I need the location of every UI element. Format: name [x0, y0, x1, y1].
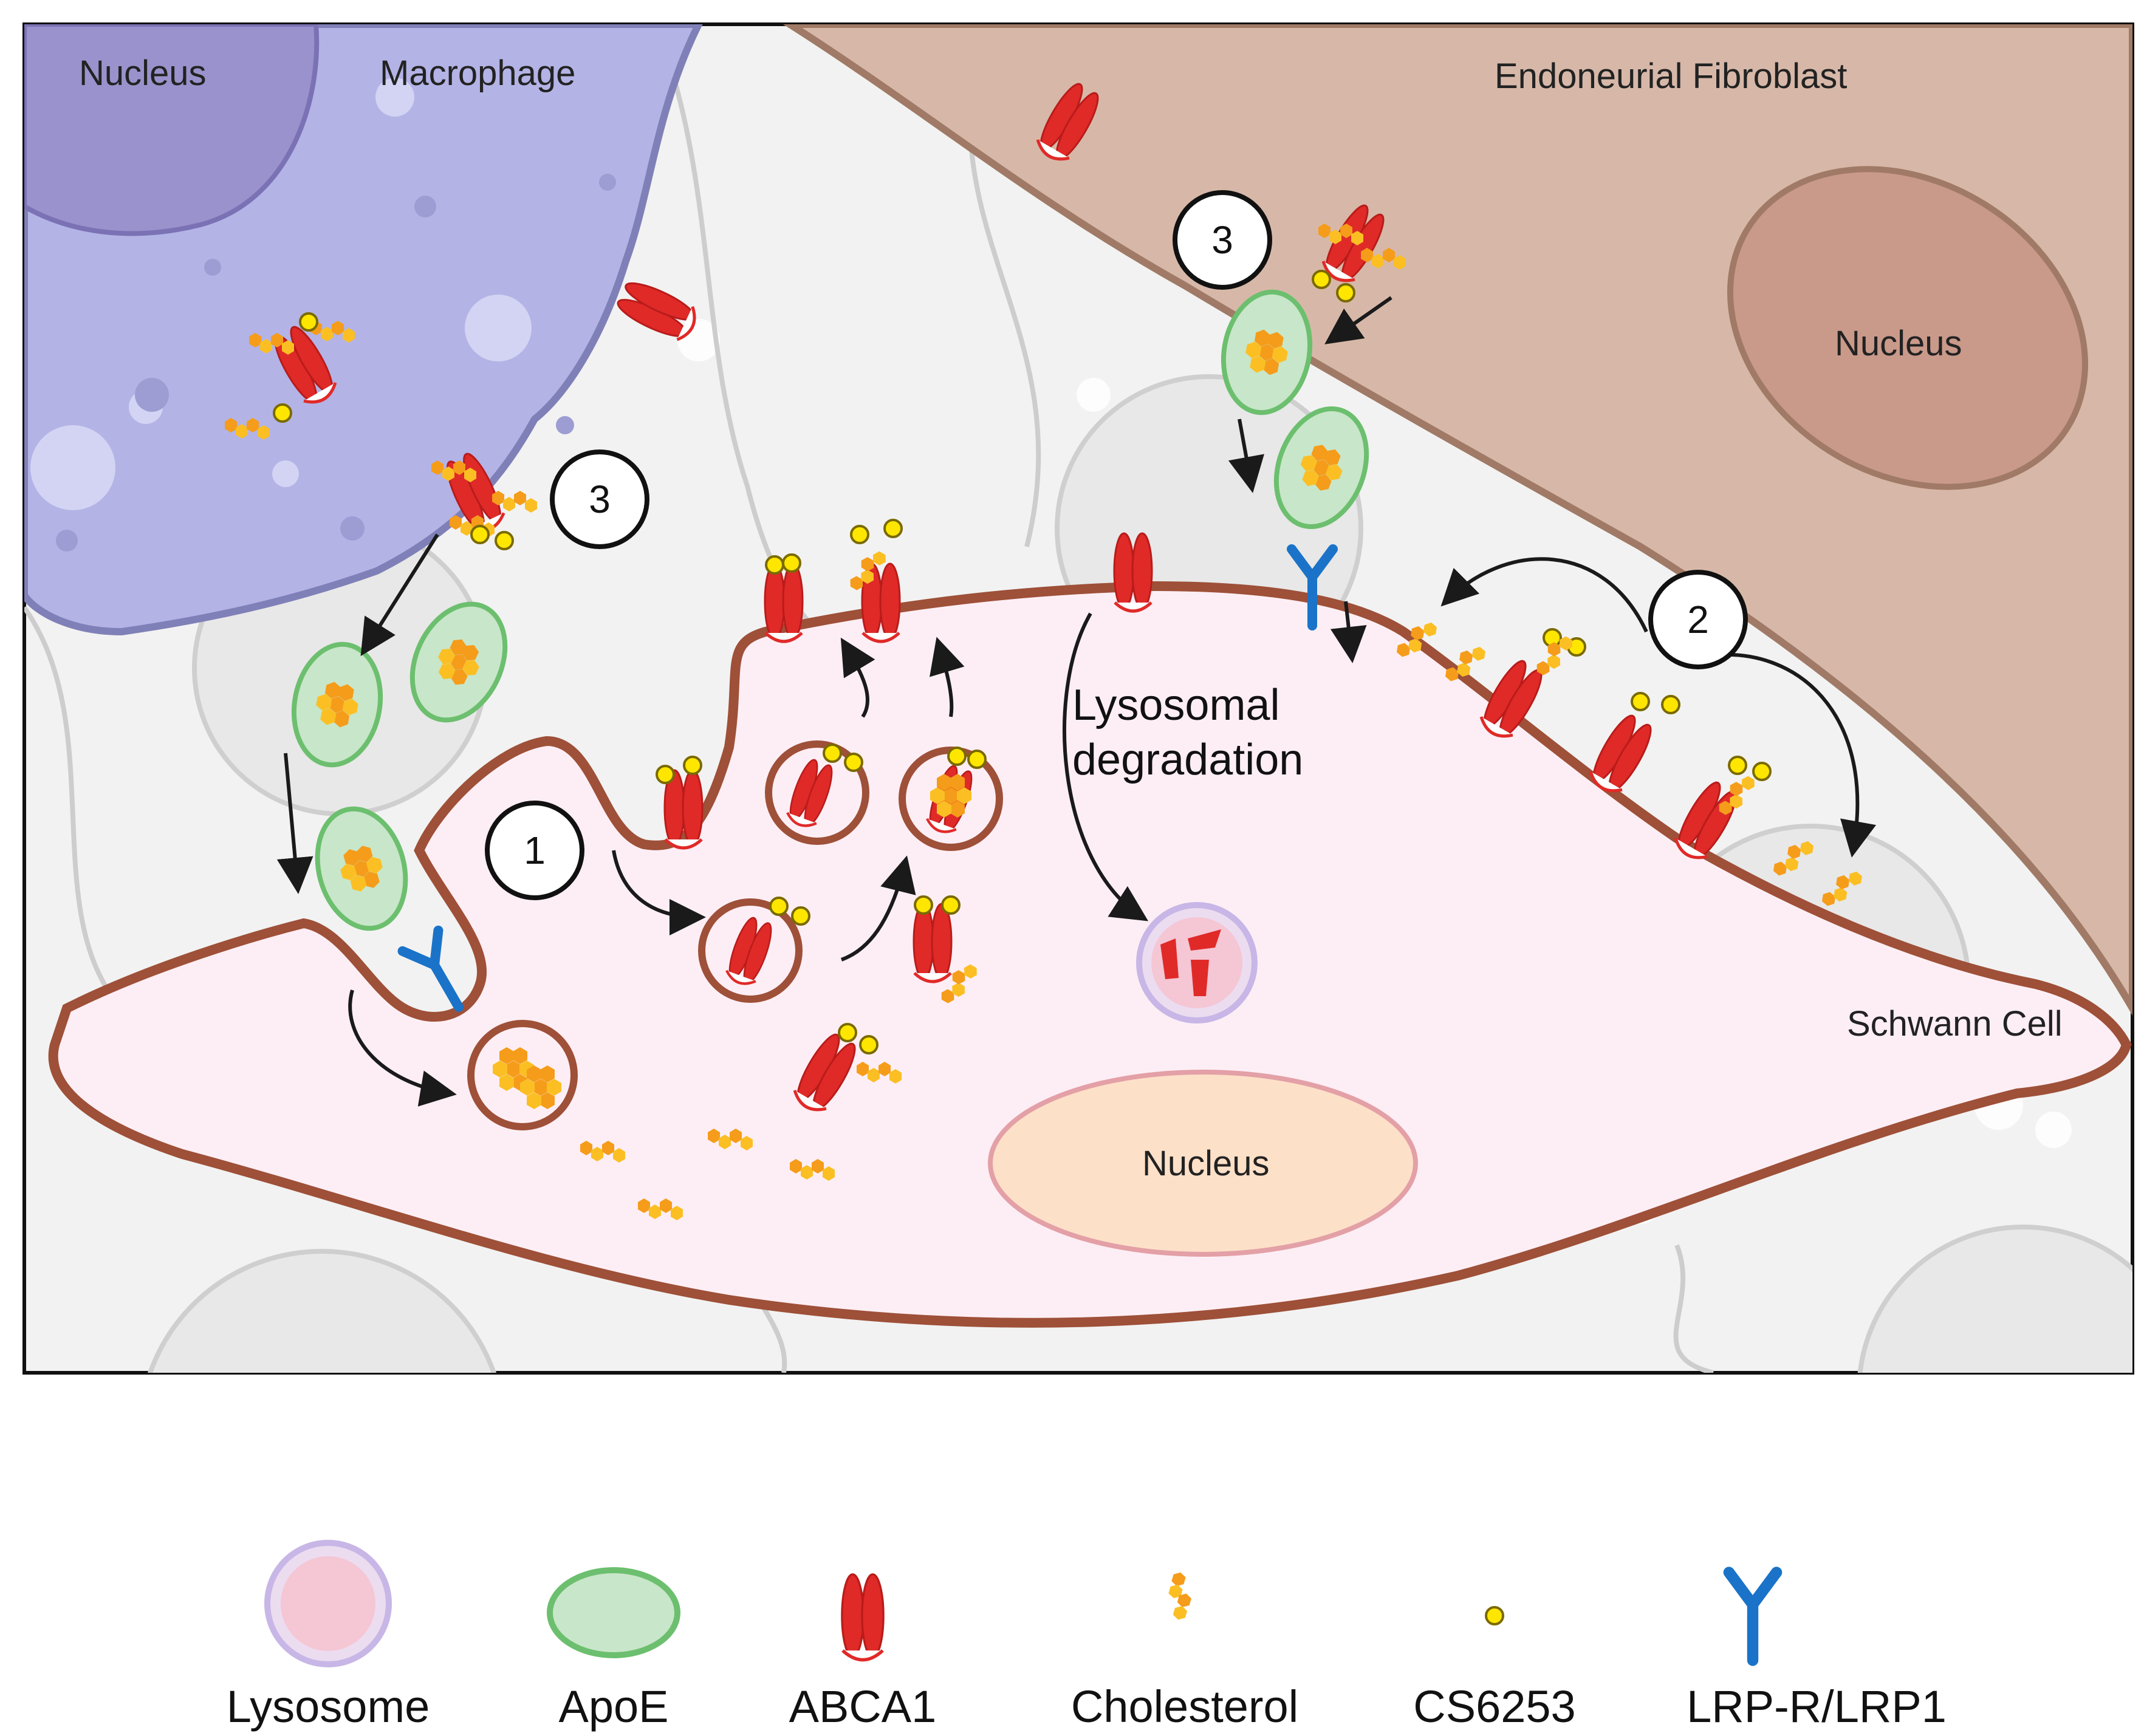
- step-marker-3-fibroblast: 3: [1173, 190, 1272, 290]
- step-marker-1: 1: [485, 801, 584, 900]
- macrophage-nucleus-label: Nucleus: [79, 53, 207, 93]
- legend-label-cholesterol: Cholesterol: [1071, 1681, 1298, 1732]
- step-marker-2: 2: [1648, 570, 1748, 669]
- fibroblast-nucleus: [1727, 166, 2089, 490]
- legend-label-lysosome: Lysosome: [227, 1681, 430, 1732]
- lysosomal-label-line2: degradation: [1072, 736, 1303, 784]
- legend-label-cs6253: CS6253: [1413, 1681, 1575, 1732]
- lysosomal-label-line1: Lysosomal: [1072, 681, 1279, 730]
- schwann-nucleus: [988, 1070, 1418, 1257]
- apoe-icon: [547, 1567, 680, 1658]
- fibroblast-cs6253-2: [1336, 283, 1355, 302]
- cs6253-icon: [1485, 1606, 1504, 1625]
- step-marker-3-macrophage: 3: [550, 449, 649, 549]
- cholesterol-icon: [1163, 1571, 1196, 1621]
- svg-text:2: 2: [1687, 598, 1709, 641]
- macrophage-vesicles: [30, 78, 532, 510]
- macrophage-label: Macrophage: [380, 53, 575, 93]
- fibroblast-nucleus-label: Nucleus: [1835, 324, 1962, 363]
- legend: Lysosome ApoE ABCA1 Cholesterol CS6253 L…: [227, 1540, 1947, 1732]
- macrophage-granules: [56, 174, 616, 552]
- schwann-cell: [48, 581, 2132, 1328]
- legend-label-lrp: LRP-R/LRP1: [1687, 1681, 1947, 1732]
- svg-text:1: 1: [524, 829, 546, 872]
- legend-label-abca1: ABCA1: [789, 1681, 937, 1732]
- schwann-nucleus-label: Nucleus: [1142, 1144, 1270, 1183]
- lrp-receptor-icon: [1729, 1573, 1776, 1661]
- macrophage-nucleus: [24, 24, 320, 236]
- svg-text:3: 3: [589, 477, 611, 521]
- lysosome-degradation: [1136, 902, 1258, 1023]
- flow-arrows: [276, 296, 1877, 1107]
- schwann-cell-label: Schwann Cell: [1847, 1004, 2063, 1044]
- fibroblast-cs6253-1: [1312, 270, 1331, 289]
- abca1-icon: [842, 1574, 883, 1660]
- lysosome-icon: [264, 1540, 392, 1667]
- legend-label-apoe: ApoE: [558, 1681, 668, 1732]
- svg-text:3: 3: [1211, 218, 1233, 262]
- fibroblast-label: Endoneurial Fibroblast: [1495, 56, 1847, 96]
